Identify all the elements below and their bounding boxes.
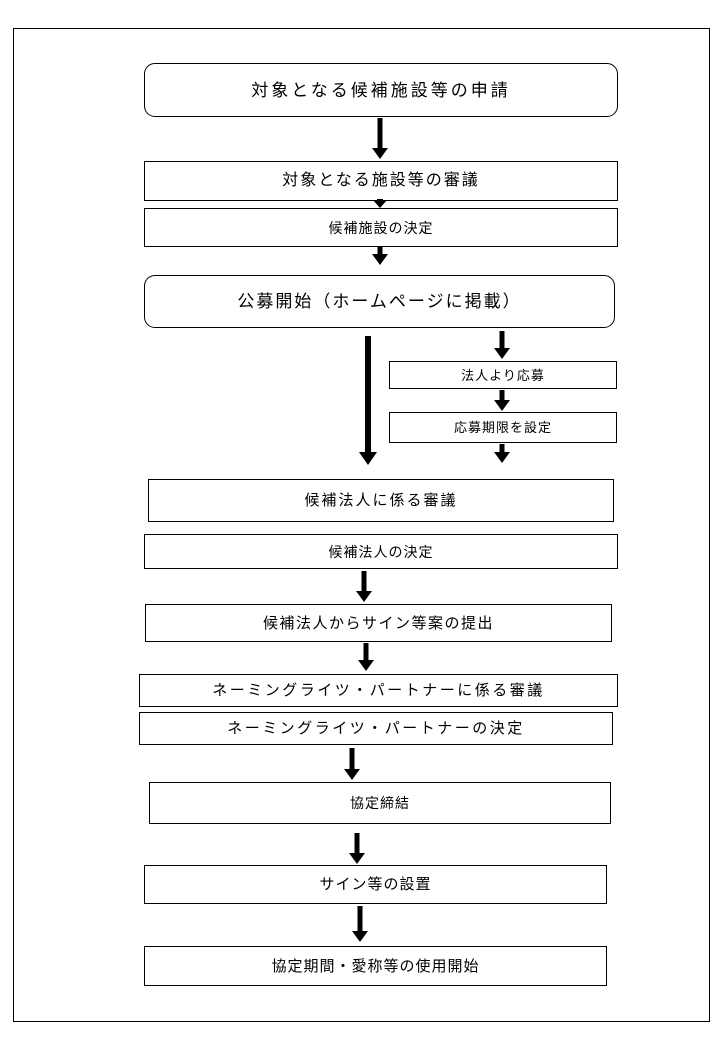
step-candidate-corporation-decision: 候補法人の決定 (144, 534, 618, 569)
arrow-down-icon (356, 571, 372, 602)
arrow-down-icon (372, 247, 388, 265)
step-agreement-period-usage-start: 協定期間・愛称等の使用開始 (144, 946, 607, 986)
arrow-down-icon (349, 833, 365, 864)
arrow-down-icon (358, 643, 374, 671)
step-naming-rights-partner-decision: ネーミングライツ・パートナーの決定 (139, 712, 613, 745)
step-public-offering-start: 公募開始（ホームページに掲載） (144, 275, 615, 328)
arrow-down-icon (352, 906, 368, 942)
arrow-down-icon (494, 444, 510, 463)
step-candidate-facility-decision: 候補施設の決定 (144, 208, 618, 247)
step-agreement-conclusion: 協定締結 (149, 782, 611, 824)
step-candidate-corporation-deliberation: 候補法人に係る審議 (148, 479, 614, 522)
step-naming-rights-partner-deliberation: ネーミングライツ・パートナーに係る審議 (139, 674, 618, 707)
step-candidate-facility-application: 対象となる候補施設等の申請 (144, 63, 618, 117)
step-sign-installation: サイン等の設置 (144, 865, 607, 904)
arrow-down-icon (372, 199, 388, 208)
step-target-facility-deliberation: 対象となる施設等の審議 (144, 161, 618, 201)
arrow-down-icon (494, 331, 510, 359)
arrow-down-icon (344, 748, 360, 780)
step-sign-proposal-submission: 候補法人からサイン等案の提出 (145, 604, 612, 642)
step-corporation-application: 法人より応募 (389, 361, 617, 389)
step-application-deadline: 応募期限を設定 (389, 412, 617, 443)
arrow-down-icon (494, 390, 510, 411)
arrow-down-long-icon (359, 336, 377, 465)
arrow-down-icon (372, 118, 388, 159)
